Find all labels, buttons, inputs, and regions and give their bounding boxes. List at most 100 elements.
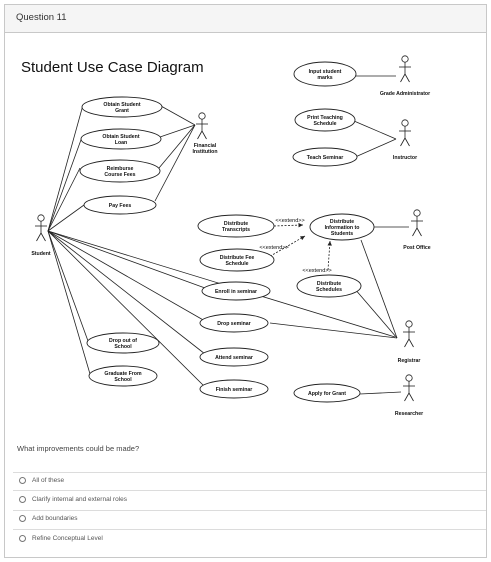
actor-leg [404,392,410,402]
use-case-distribute_schedules [296,274,362,298]
use-case-reimburse [79,159,161,183]
diagram-title: Student Use Case Diagram [21,59,204,76]
radio-button[interactable] [19,515,26,522]
use-case-label: Finish seminar [216,387,253,393]
option-refine-conceptual[interactable]: Refine Conceptual Level [19,535,103,542]
use-case-label: Apply for Grant [308,391,346,397]
actor-label-researcher: Researcher [395,411,423,417]
student-association [47,230,206,289]
question-card: Question 11 Student Use Case Diagram <<ex… [4,4,487,558]
actor-leg [404,338,410,348]
use-case-label: Graduate From [104,371,142,377]
radio-button[interactable] [19,477,26,484]
actor-financial-institution-head [198,112,206,120]
use-case-label: marks [317,75,332,81]
use-case-label: Distribute [330,219,354,225]
use-case-distribute_fee_schedule [199,248,275,272]
financial-association [160,105,196,126]
actor-student-head [37,214,45,222]
extend-label: <<extend>> [302,268,331,274]
use-case-finish [199,379,269,399]
use-case-label: Loan [115,140,127,146]
actor-leg [408,338,414,348]
use-case-distribute_transcripts [197,214,275,238]
actor-label-grade-admin: Grade Administrator [380,91,430,97]
use-case-drop_seminar [199,313,269,333]
instructor-association [353,120,397,140]
use-case-distribute_info [309,213,375,241]
use-case-label: Input student [309,69,342,75]
option-separator [13,529,486,530]
use-case-teach [292,147,358,167]
actor-leg [404,73,410,83]
option-separator [13,510,486,511]
actor-leg [416,227,422,237]
use-case-input_marks [293,61,357,87]
use-case-label: Schedule [225,261,248,267]
use-case-drop_out [86,332,160,354]
option-separator [13,490,486,491]
option-label: Clarify internal and external roles [32,496,128,503]
actor-leg [400,137,406,147]
option-all-of-these[interactable]: All of these [19,477,64,484]
use-case-label: Print Teaching [307,115,343,121]
actor-leg [400,73,406,83]
use-case-pay_fees [83,195,157,215]
use-case-label: Schedule [313,121,336,127]
actor-leg [36,232,42,242]
student-association [47,204,85,232]
actor-leg [40,232,46,242]
student-association [47,230,91,375]
student-association [47,230,89,342]
student-association [47,104,84,232]
financial-association [159,124,196,138]
actor-grade-administrator-head [401,55,409,63]
use-case-label: Information to [325,225,360,231]
use-case-label: Attend seminar [215,355,253,361]
financial-association [158,124,196,169]
actor-leg [197,130,203,140]
option-clarify-roles[interactable]: Clarify internal and external roles [19,496,127,503]
actor-label-post-office: Post Office [403,245,430,251]
arrowhead [300,236,305,241]
option-separator [13,472,486,473]
use-case-label: School [114,344,132,350]
radio-button[interactable] [19,496,26,503]
arrowhead [298,222,303,228]
use-case-label: Obtain Student [103,102,140,108]
use-case-label: Enroll in seminar [215,289,257,295]
instructor-association [352,138,397,159]
option-label: All of these [32,477,65,484]
use-case-label: Drop out of [109,338,137,344]
extend-arrow-fee-schedule [266,235,306,259]
use-case-label: School [114,377,132,383]
student-association [47,167,81,232]
extend-label: <<extend>> [275,218,304,224]
extend-arrow-transcripts [273,224,304,227]
extend-arrow-schedules [327,240,331,271]
option-label: Add boundaries [32,515,78,522]
use-case-label: Drop seminar [217,321,250,327]
use-case-print_schedule [294,108,356,132]
actor-label-student: Student [31,251,51,257]
use-case-label: Transcripts [222,227,250,233]
actor-instructor-head [401,119,409,127]
question-prompt: What improvements could be made? [17,444,140,453]
financial-association [154,124,196,202]
student-association [47,230,206,355]
registrar-association [360,239,398,339]
researcher-association [359,391,402,395]
radio-button[interactable] [19,535,26,542]
actor-registrar-head [405,320,413,328]
question-title: Question 11 [16,12,67,23]
actor-label-financial: Institution [192,149,217,155]
use-case-obtain_loan [80,128,162,150]
option-add-boundaries[interactable]: Add boundaries [19,515,78,522]
use-case-enroll [201,281,271,301]
actor-label-financial: Financial [194,143,217,149]
student-association [47,230,206,322]
actor-researcher-head [405,374,413,382]
use-case-attend [199,347,269,367]
actor-leg [408,392,414,402]
use-case-obtain_grant [81,96,163,118]
